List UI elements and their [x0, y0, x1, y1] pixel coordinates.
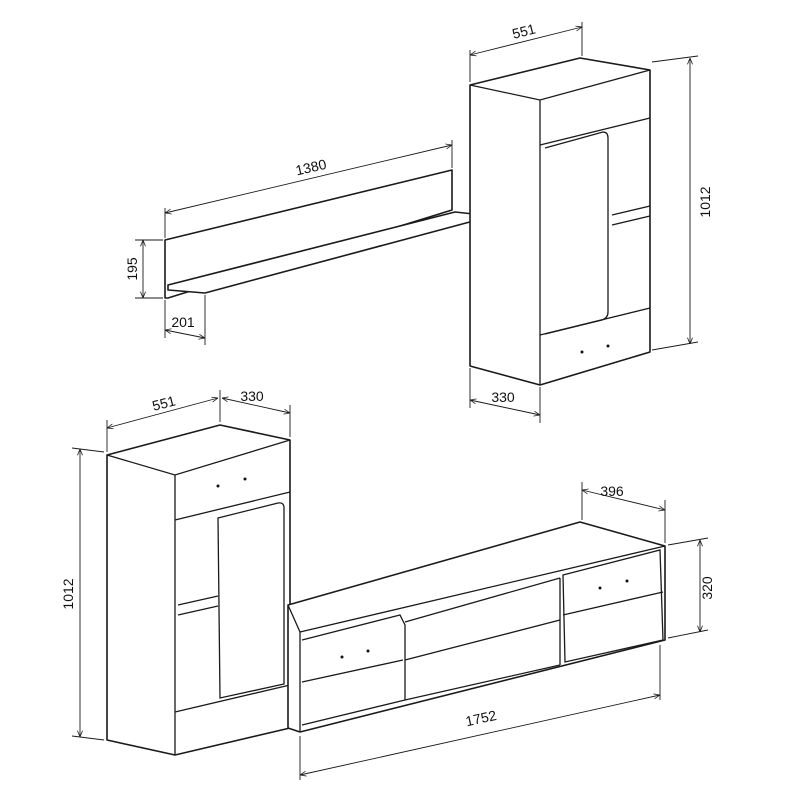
tv-stand-length-label: 1752 [464, 707, 498, 729]
floor-cabinet-width-dimension-line [107, 398, 218, 428]
tv-stand-length-dimension-line [300, 695, 660, 775]
wall-cabinet-depth-dimension-line [470, 400, 540, 415]
shelf-height-label: 195 [124, 257, 140, 281]
tv-stand-depth-label: 396 [600, 483, 624, 499]
tv-stand-depth-dimension-line [582, 490, 665, 510]
wall-cabinet-height-label: 1012 [697, 186, 713, 217]
shelf-depth-dimension-line [165, 330, 205, 338]
floor-cabinet-depth-label: 330 [240, 388, 264, 404]
shelf-length-dimension-line [165, 145, 452, 213]
floor-cabinet-height-label: 1012 [60, 578, 76, 609]
wall-cabinet-width-dimension-line [470, 27, 582, 55]
wall-cabinet-depth-label: 330 [491, 389, 515, 405]
tv-stand-height-label: 320 [699, 576, 715, 600]
wall-shelf: 1380 195 201 [124, 140, 493, 345]
wall-cabinet-width-label: 551 [511, 21, 538, 42]
floor-cabinet-depth-dimension-line [222, 398, 290, 413]
shelf-depth-label: 201 [171, 314, 195, 330]
shelf-length-label: 1380 [294, 156, 328, 179]
floor-cabinet-width-label: 551 [151, 393, 178, 414]
floor-cabinet: 551 330 1012 [60, 388, 291, 756]
wall-cabinet: 551 1012 330 [469, 21, 713, 423]
tv-stand: 396 320 1752 [287, 482, 715, 780]
